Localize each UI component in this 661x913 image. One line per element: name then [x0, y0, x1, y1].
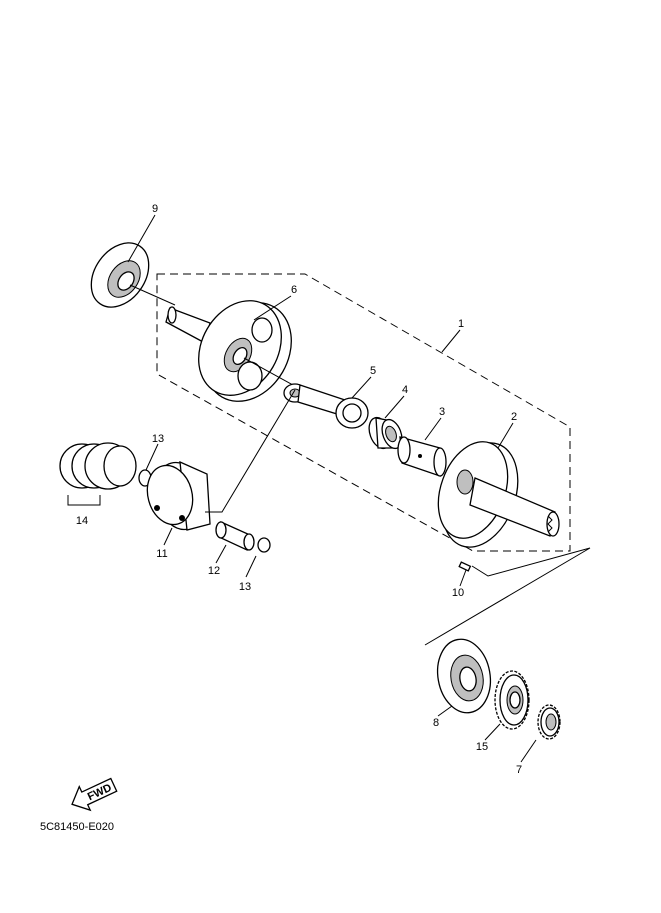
fwd-arrow-icon: FWD	[71, 777, 118, 812]
callout-5: 5	[370, 365, 376, 377]
crank-half-right	[437, 441, 560, 548]
callout-14: 14	[76, 515, 88, 527]
diagram-code: 5C81450-E020	[40, 821, 115, 833]
callout-11: 11	[156, 548, 167, 560]
nut-7	[537, 704, 561, 740]
piston-11	[146, 460, 211, 531]
gear-15	[494, 670, 530, 730]
crank-half-left	[165, 300, 292, 402]
callout-1: 1	[458, 318, 464, 330]
callout-4: 4	[402, 384, 408, 396]
woodruff-key-10	[458, 561, 472, 572]
callout-6: 6	[291, 284, 297, 296]
callout-13-bottom: 13	[239, 581, 251, 593]
callout-3: 3	[439, 406, 445, 418]
connecting-rod-5	[283, 383, 369, 429]
crank-pin-3	[397, 436, 447, 477]
callout-8: 8	[433, 717, 439, 729]
callout-13-top: 13	[152, 433, 164, 445]
fwd-label: FWD	[86, 782, 114, 803]
piston-pin-12	[215, 521, 255, 551]
callout-15: 15	[476, 741, 488, 753]
callout-7: 7	[516, 764, 522, 776]
piston-rings-14	[59, 442, 137, 490]
bearing-9	[90, 242, 150, 308]
callout-10: 10	[452, 587, 464, 599]
callout-2: 2	[511, 411, 517, 423]
callout-9: 9	[152, 203, 158, 215]
crankshaft-assembly-boundary	[156, 273, 571, 552]
circlip-13-right	[257, 537, 271, 553]
needle-bearing-4	[368, 416, 403, 450]
callout-12: 12	[208, 565, 220, 577]
bearing-8	[436, 638, 492, 714]
